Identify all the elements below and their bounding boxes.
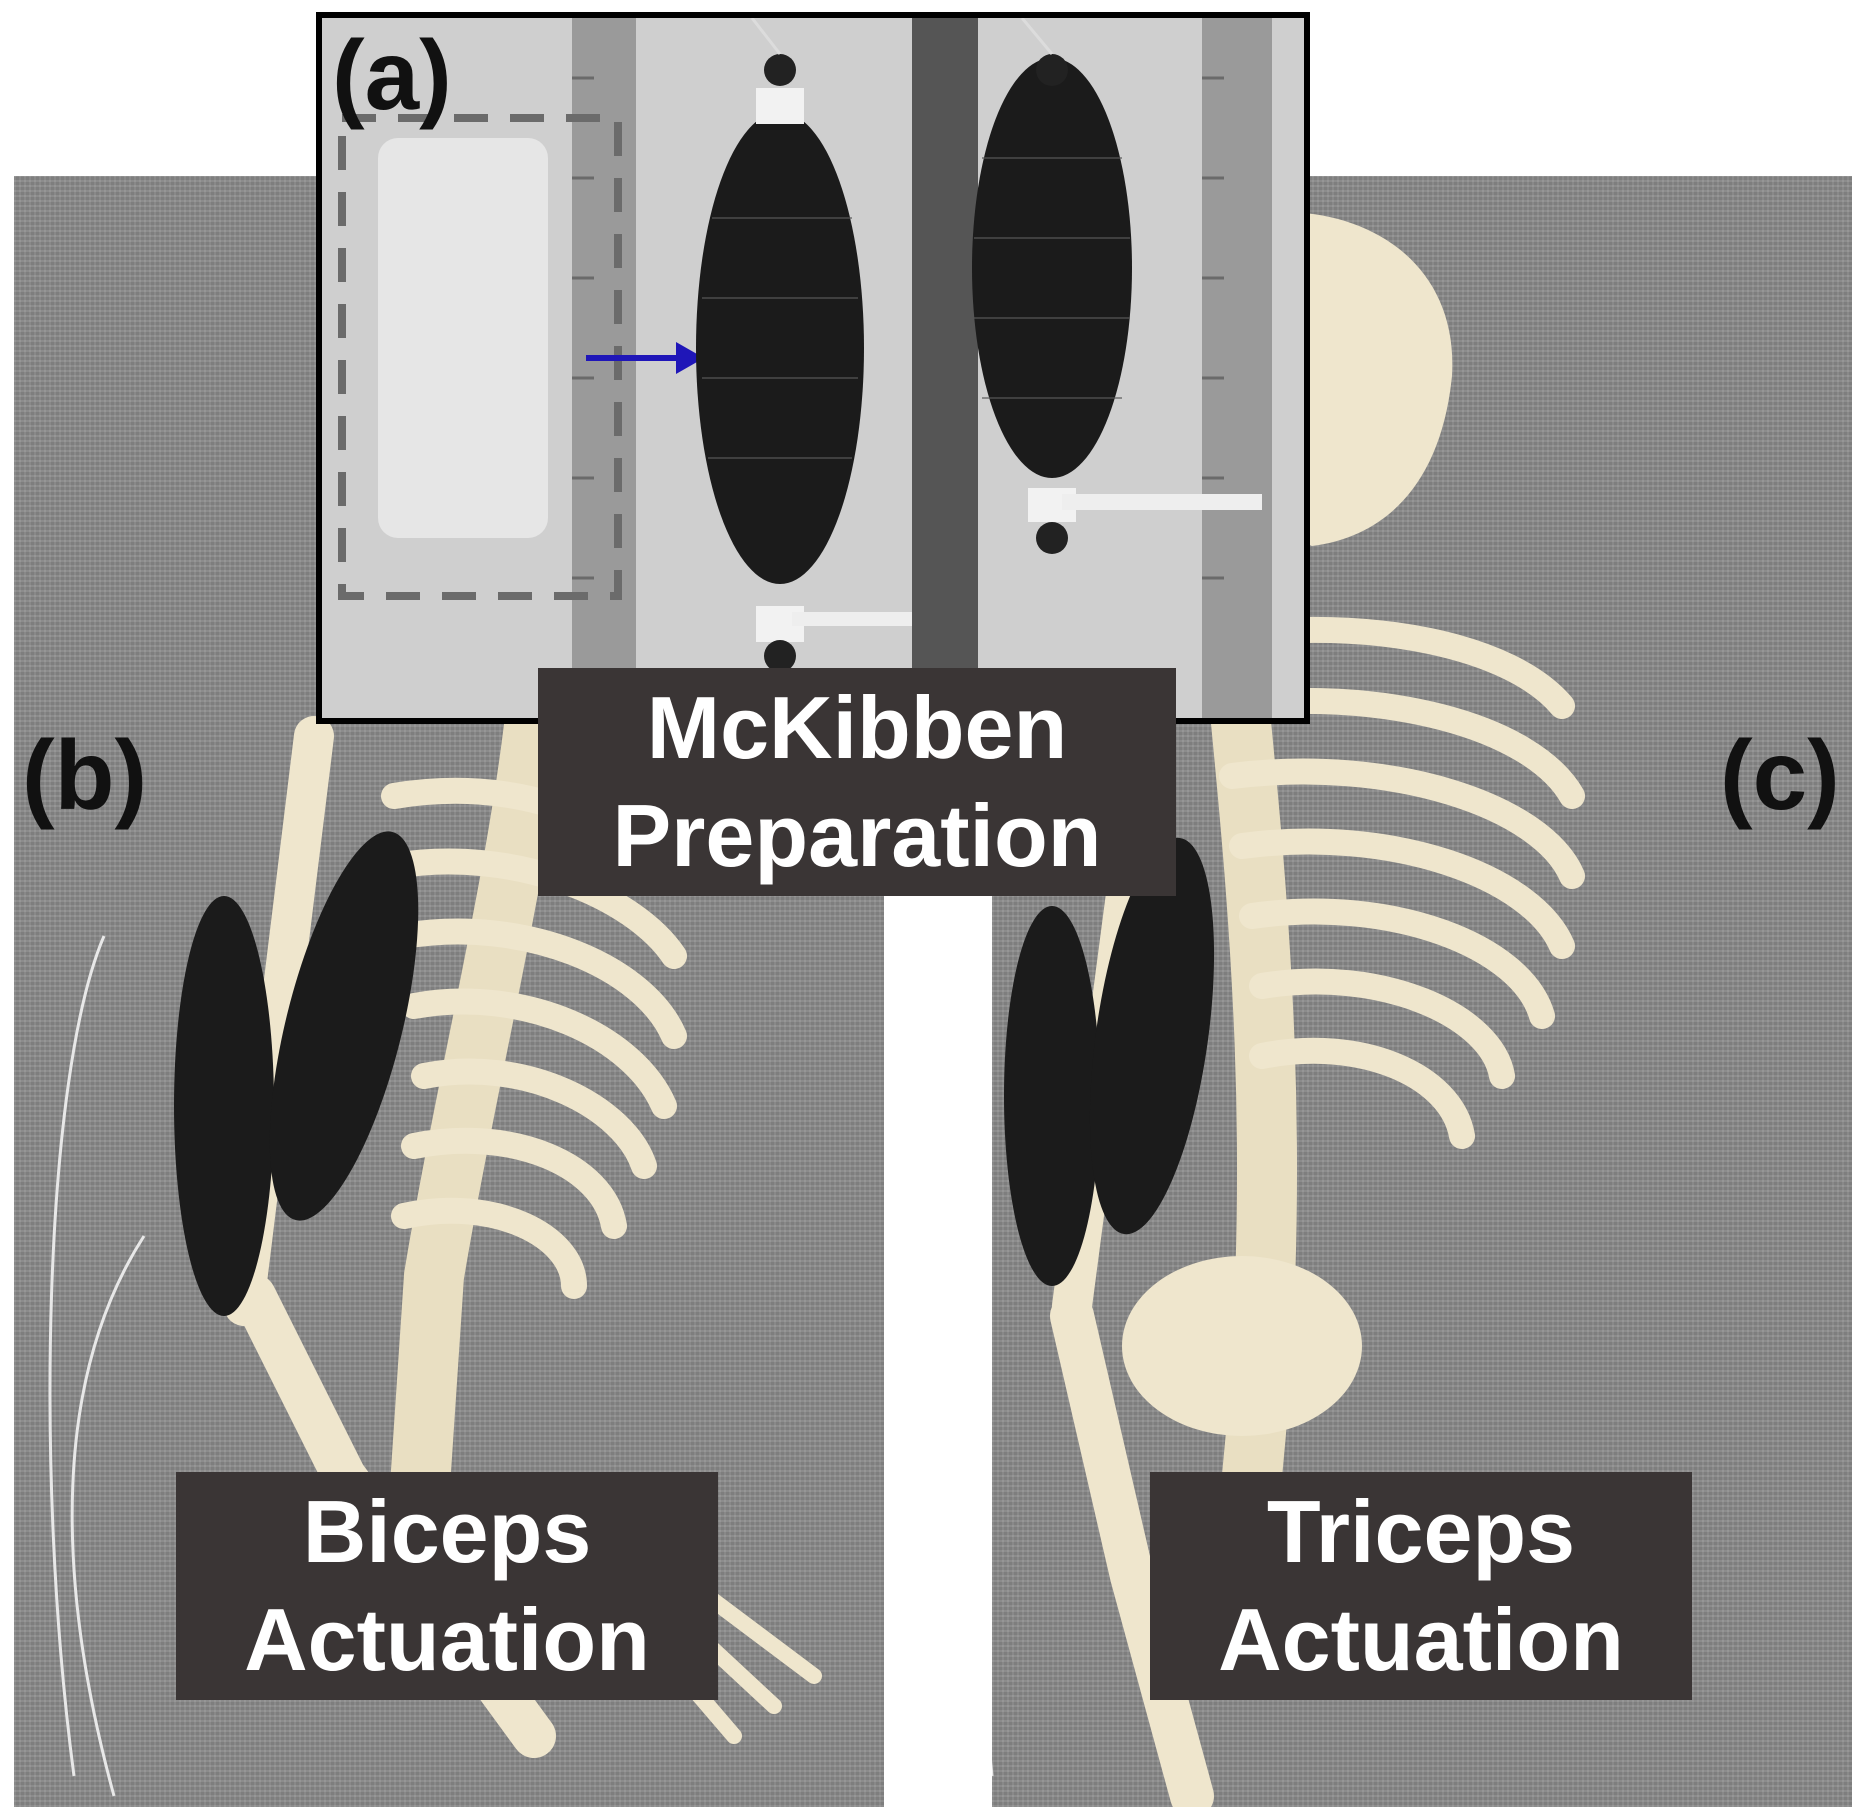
panel-label-a: (a)	[332, 20, 452, 130]
arrow-right-icon	[676, 342, 704, 374]
caption-line: McKibben	[646, 678, 1068, 777]
mckibben-muscle-back	[269, 831, 419, 1221]
mckibben-preparation-caption: McKibben Preparation	[538, 668, 1176, 897]
caption-line: Biceps	[302, 1482, 592, 1581]
braided-muscle-2	[972, 58, 1132, 478]
braided-muscle-1	[696, 112, 864, 584]
caption-line: Actuation	[1218, 1590, 1624, 1690]
triceps-actuation-caption: Triceps Actuation	[1150, 1472, 1692, 1701]
caption-line: Triceps	[1266, 1482, 1576, 1581]
mckibben-muscle-front	[1004, 906, 1100, 1286]
ruler	[1202, 18, 1272, 718]
panel-label-b: (b)	[22, 720, 148, 830]
mckibben-muscle-back	[1089, 837, 1215, 1235]
caption-line: Actuation	[244, 1590, 650, 1690]
ruler	[912, 18, 978, 718]
panel-label-c: (c)	[1720, 720, 1840, 830]
biceps-actuation-caption: Biceps Actuation	[176, 1472, 718, 1701]
caption-line: Preparation	[612, 786, 1102, 886]
silicone-bladder	[378, 138, 548, 538]
mckibben-preparation-illustration	[322, 18, 1304, 718]
mckibben-preparation-photo	[316, 12, 1310, 724]
mckibben-muscle-front	[174, 896, 274, 1316]
ruler	[572, 18, 636, 718]
